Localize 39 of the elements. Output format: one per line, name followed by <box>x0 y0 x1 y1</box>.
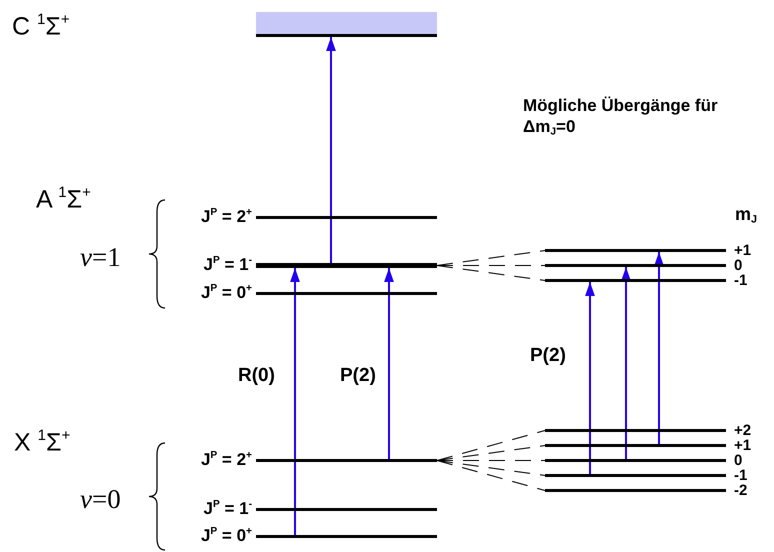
level-label: +2 <box>734 422 752 438</box>
level-label: 0 <box>734 258 742 272</box>
transition-arrow <box>326 37 336 263</box>
splitting-line <box>436 460 546 476</box>
transition-arrow <box>290 268 300 535</box>
axis-label: m$_{J}$ <box>735 205 758 226</box>
level-label: 0 <box>734 452 742 468</box>
vibrational-label: ν=0 <box>80 486 121 513</box>
state-label: X $^{1}$Σ$^{+}$ <box>14 428 70 456</box>
level-label: J$^{P}$ = 2$^{+}$ <box>200 450 252 468</box>
splitting-line <box>436 250 546 266</box>
edge-label: P(2) <box>528 346 568 365</box>
edge-label: R(0) <box>236 366 277 385</box>
transition-arrow <box>384 268 394 459</box>
level-label: J$^{P}$ = 2$^{+}$ <box>200 208 252 225</box>
level-label: J$^{P}$ = 0$^{+}$ <box>200 284 252 301</box>
splitting-line <box>436 430 546 461</box>
splitting-line <box>436 460 546 491</box>
level-label: +1 <box>734 242 752 258</box>
level-label: J$^{P}$ = 1$^{-}$ <box>203 500 252 517</box>
level-label: J$^{P}$ = 0$^{+}$ <box>200 526 252 544</box>
splitting-line <box>436 265 546 266</box>
vibrational-label: ν=1 <box>80 244 121 271</box>
transition-arrow <box>654 252 664 444</box>
splitting-line <box>436 265 546 281</box>
splitting-line <box>436 445 546 461</box>
transition-arrow <box>585 282 595 474</box>
transition-arrow <box>621 267 631 459</box>
splitting-line <box>436 460 546 461</box>
level-label: -1 <box>734 468 748 482</box>
level-label: -1 <box>734 272 748 288</box>
level-label: +1 <box>734 438 752 452</box>
level-label: -2 <box>734 482 748 498</box>
diagram-title: Mögliche Übergänge für Δm$_{J}$=0 <box>523 95 719 140</box>
state-label: A $^{1}$Σ$^{+}$ <box>36 185 91 212</box>
edge-label: P(2) <box>338 366 378 385</box>
level-label: J$^{P}$ = 1$^{-}$ <box>203 256 252 273</box>
energy-band <box>256 12 437 37</box>
state-label: C $^{1}$Σ$^{+}$ <box>12 12 70 40</box>
